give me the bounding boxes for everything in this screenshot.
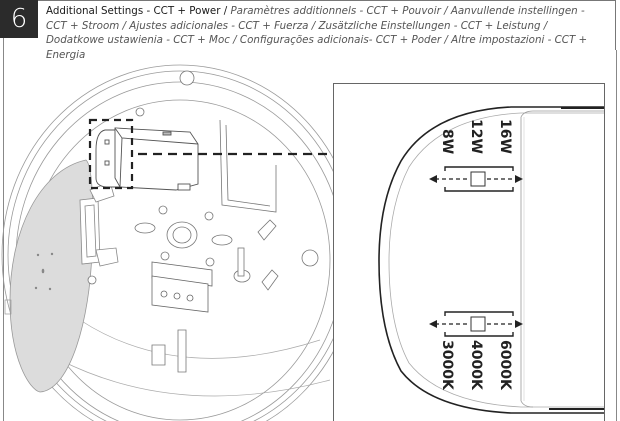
cct-switch-graphic [429,311,523,337]
clip-frame [219,119,277,213]
cct-label-3000k: 3000K [439,340,455,390]
instruction-header: 6 Additional Settings - CCT + Power / Pa… [0,0,620,61]
cct-label-4000k: 4000K [468,340,484,390]
header-frame [38,0,616,50]
highlight-box [88,118,134,190]
power-label-8w: 8W [439,129,455,155]
center-boss [87,205,233,285]
cover-disc [4,159,94,393]
power-label-16w: 16W [497,119,513,154]
title-english: Additional Settings - CCT + Power / [46,5,228,17]
frame-right-border [616,50,617,421]
cct-label-6000k: 6000K [497,340,513,390]
switch-detail-panel: 16W 12W 8W 6000K 4000K 3000K [333,83,605,421]
driver-module [95,127,199,191]
step-title: Additional Settings - CCT + Power / Para… [46,4,606,62]
power-label-12w: 12W [468,119,484,154]
mounting-posts [135,70,319,373]
power-switch-graphic [429,166,523,192]
title-translations: Paramètres additionnels - CCT + Pouvoir … [46,5,588,61]
terminal-block [151,261,213,313]
step-number-badge: 6 [0,0,38,38]
